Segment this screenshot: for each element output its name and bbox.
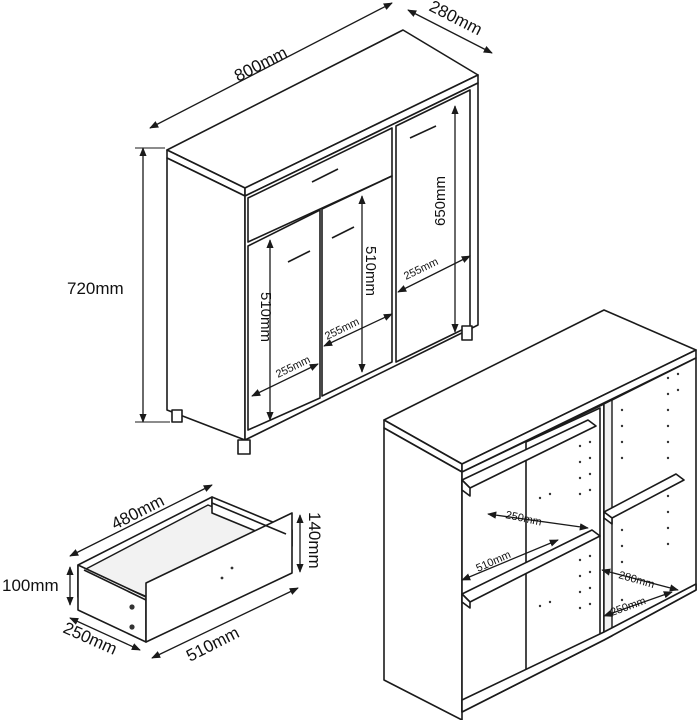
right-door-height-label: 650mm bbox=[432, 176, 449, 226]
right-door-handle bbox=[409, 125, 437, 139]
middle-door-height-label: 510mm bbox=[362, 246, 379, 296]
left-door-handle bbox=[287, 250, 311, 263]
left-door-height-label: 510mm bbox=[257, 292, 274, 342]
dowel-hole bbox=[129, 604, 135, 610]
cabinet-depth-label: 280mm bbox=[426, 0, 485, 39]
foot bbox=[237, 439, 251, 455]
dowel-hole bbox=[230, 566, 234, 570]
interior-dimensions bbox=[461, 511, 679, 617]
dowel-hole bbox=[220, 576, 224, 580]
drawer-height-label: 140mm bbox=[305, 512, 324, 569]
dowel-hole bbox=[129, 624, 135, 630]
cabinet-width-label: 800mm bbox=[231, 43, 290, 86]
cabinet-interior bbox=[383, 309, 697, 720]
drawer-handle bbox=[311, 168, 339, 183]
cabinet-assembled bbox=[166, 29, 479, 455]
middle-door-handle bbox=[331, 226, 355, 239]
drawer-inner-height-label: 100mm bbox=[2, 576, 59, 595]
cabinet-height-label: 720mm bbox=[67, 279, 124, 298]
cabinet-dimensions bbox=[135, 2, 493, 423]
foot bbox=[171, 409, 183, 423]
middle-door bbox=[321, 175, 393, 397]
drawer-dimensions bbox=[66, 484, 304, 659]
foot bbox=[461, 325, 473, 341]
